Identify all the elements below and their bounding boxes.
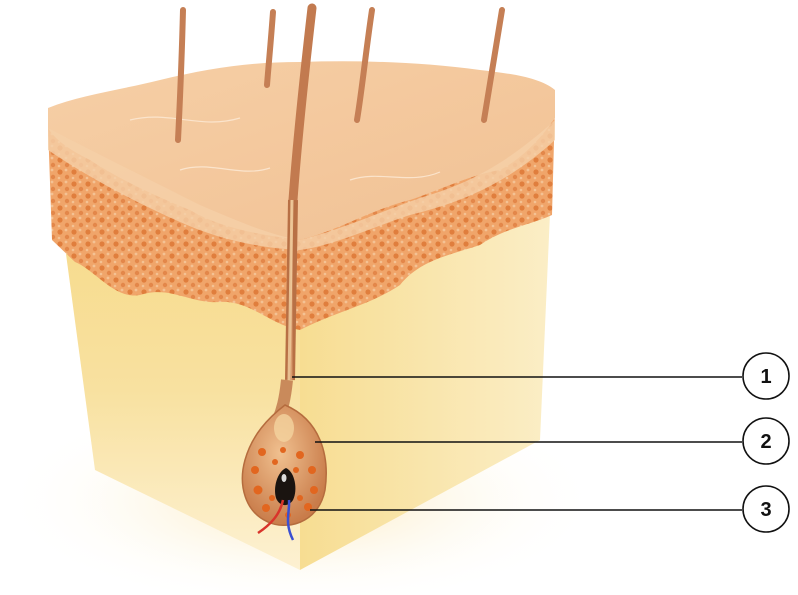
callout-number: 1 <box>760 366 771 388</box>
callout-1: 1 <box>743 353 789 399</box>
callout-3: 3 <box>743 486 789 532</box>
callout-2: 2 <box>743 418 789 464</box>
callout-number: 3 <box>760 499 771 521</box>
callout-number: 2 <box>760 431 771 453</box>
